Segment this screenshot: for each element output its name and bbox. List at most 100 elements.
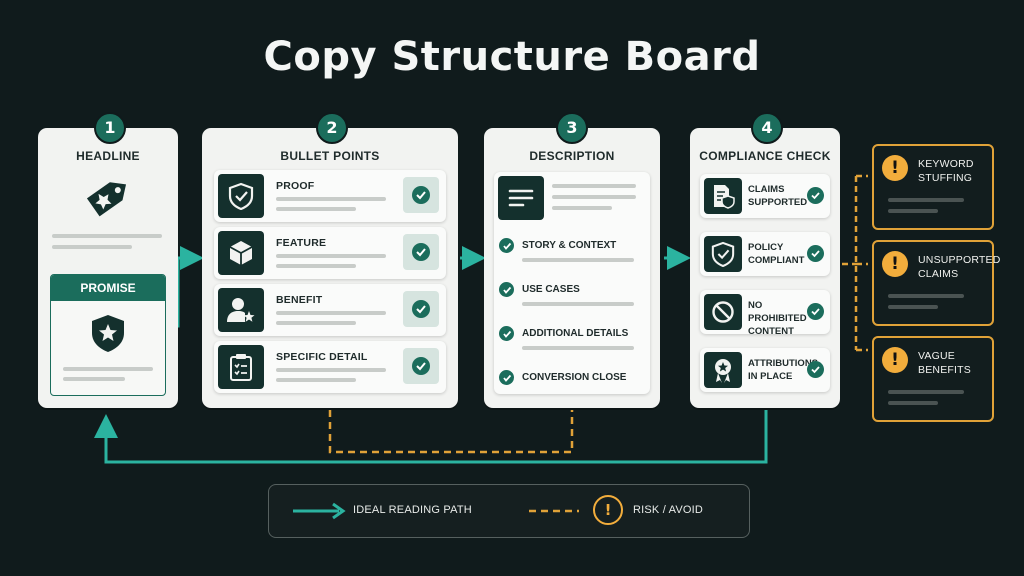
description-item: STORY & CONTEXT xyxy=(522,240,617,251)
shield-star-icon xyxy=(88,313,128,358)
check-box xyxy=(403,291,439,327)
warning-icon: ! xyxy=(882,251,908,277)
text-placeholder xyxy=(276,368,386,372)
compliance-label: NO PROHIBITED CONTENT xyxy=(748,299,808,338)
label-line: NO PROHIBITED xyxy=(748,300,807,324)
document-lines-icon xyxy=(498,176,544,220)
text-placeholder xyxy=(888,198,964,202)
award-icon xyxy=(704,352,742,388)
step-3-badge: 3 xyxy=(556,112,588,144)
text-placeholder xyxy=(552,206,612,210)
check-icon xyxy=(807,245,824,262)
text-placeholder xyxy=(276,311,386,315)
check-icon xyxy=(499,282,514,297)
label-line: CLAIMS xyxy=(918,268,959,280)
text-placeholder xyxy=(276,264,356,268)
warning-icon: ! xyxy=(882,155,908,181)
description-card: DESCRIPTION STORY & CONTEXT USE CASES AD… xyxy=(484,128,660,408)
compliance-check-title: COMPLIANCE CHECK xyxy=(699,149,831,163)
compliance-row-attributions: ATTRIBUTIONS IN PLACE xyxy=(700,348,830,392)
legend: IDEAL READING PATH ! RISK / AVOID xyxy=(268,484,750,538)
dashed-line-icon xyxy=(529,509,579,513)
text-placeholder xyxy=(52,234,162,238)
text-placeholder xyxy=(552,195,636,199)
step-2-badge: 2 xyxy=(316,112,348,144)
text-placeholder xyxy=(888,209,938,213)
check-box xyxy=(403,177,439,213)
text-placeholder xyxy=(888,401,938,405)
text-placeholder xyxy=(52,245,132,249)
text-placeholder xyxy=(276,321,356,325)
label-line: CONTENT xyxy=(748,326,794,337)
tag-star-icon xyxy=(80,172,136,222)
check-box xyxy=(403,348,439,384)
text-placeholder xyxy=(276,378,356,382)
return-loop-arrow xyxy=(94,410,768,464)
clipboard-list-icon xyxy=(218,345,264,389)
bullet-label: PROOF xyxy=(276,180,315,192)
compliance-row-prohibited: NO PROHIBITED CONTENT xyxy=(700,290,830,337)
label-line: VAGUE xyxy=(918,350,955,362)
risk-vague-benefits: ! VAGUE BENEFITS xyxy=(872,336,994,422)
user-star-icon xyxy=(218,288,264,332)
legend-risk-label: RISK / AVOID xyxy=(633,504,704,516)
check-icon xyxy=(412,243,430,261)
check-icon xyxy=(807,303,824,320)
bullet-row-proof: PROOF xyxy=(214,170,446,222)
label-line: BENEFITS xyxy=(918,364,971,376)
text-placeholder xyxy=(276,197,386,201)
promise-header: PROMISE xyxy=(51,275,165,301)
compliance-row-policy: POLICY COMPLIANT xyxy=(700,232,830,276)
label-line: SUPPORTED xyxy=(748,197,808,208)
headline-card: HEADLINE PROMISE xyxy=(38,128,178,408)
text-placeholder xyxy=(63,367,153,371)
bullet-row-feature: FEATURE xyxy=(214,227,446,279)
label-line: COMPLIANT xyxy=(748,255,805,266)
text-placeholder xyxy=(276,254,386,258)
label-line: IN PLACE xyxy=(748,371,793,382)
bullet-label: SPECIFIC DETAIL xyxy=(276,351,368,363)
compliance-to-risk-branch xyxy=(842,174,868,352)
bullet-label: FEATURE xyxy=(276,237,327,249)
description-panel: STORY & CONTEXT USE CASES ADDITIONAL DET… xyxy=(494,172,650,394)
prohibited-icon xyxy=(704,294,742,330)
check-box xyxy=(403,234,439,270)
description-item: USE CASES xyxy=(522,284,580,295)
warning-icon: ! xyxy=(882,347,908,373)
text-placeholder xyxy=(888,294,964,298)
check-icon xyxy=(412,186,430,204)
check-icon xyxy=(499,370,514,385)
document-shield-icon xyxy=(704,178,742,214)
cube-icon xyxy=(218,231,264,275)
bullet-row-specific-detail: SPECIFIC DETAIL xyxy=(214,341,446,393)
page-title: Copy Structure Board xyxy=(263,34,761,80)
warning-icon: ! xyxy=(593,495,623,525)
bullet-points-title: BULLET POINTS xyxy=(280,149,380,163)
solid-arrow-icon xyxy=(293,502,346,520)
description-item: CONVERSION CLOSE xyxy=(522,372,627,383)
label-line: POLICY xyxy=(748,242,784,253)
check-icon xyxy=(412,357,430,375)
compliance-label: POLICY COMPLIANT xyxy=(748,241,808,267)
text-placeholder xyxy=(522,346,634,350)
risk-label: VAGUE BENEFITS xyxy=(918,349,971,377)
promise-box: PROMISE xyxy=(50,274,166,396)
label-line: STUFFING xyxy=(918,172,973,184)
text-placeholder xyxy=(276,207,356,211)
text-placeholder xyxy=(888,305,938,309)
text-placeholder xyxy=(522,258,634,262)
check-icon xyxy=(499,238,514,253)
shield-check-icon xyxy=(218,174,264,218)
text-placeholder xyxy=(522,302,634,306)
label-line: ATTRIBUTIONS xyxy=(748,358,819,369)
check-icon xyxy=(807,187,824,204)
bullet-points-card: BULLET POINTS PROOF FEATURE BENEFIT SPEC… xyxy=(202,128,458,408)
text-placeholder xyxy=(888,390,964,394)
step-4-badge: 4 xyxy=(751,112,783,144)
shield-check-icon xyxy=(704,236,742,272)
